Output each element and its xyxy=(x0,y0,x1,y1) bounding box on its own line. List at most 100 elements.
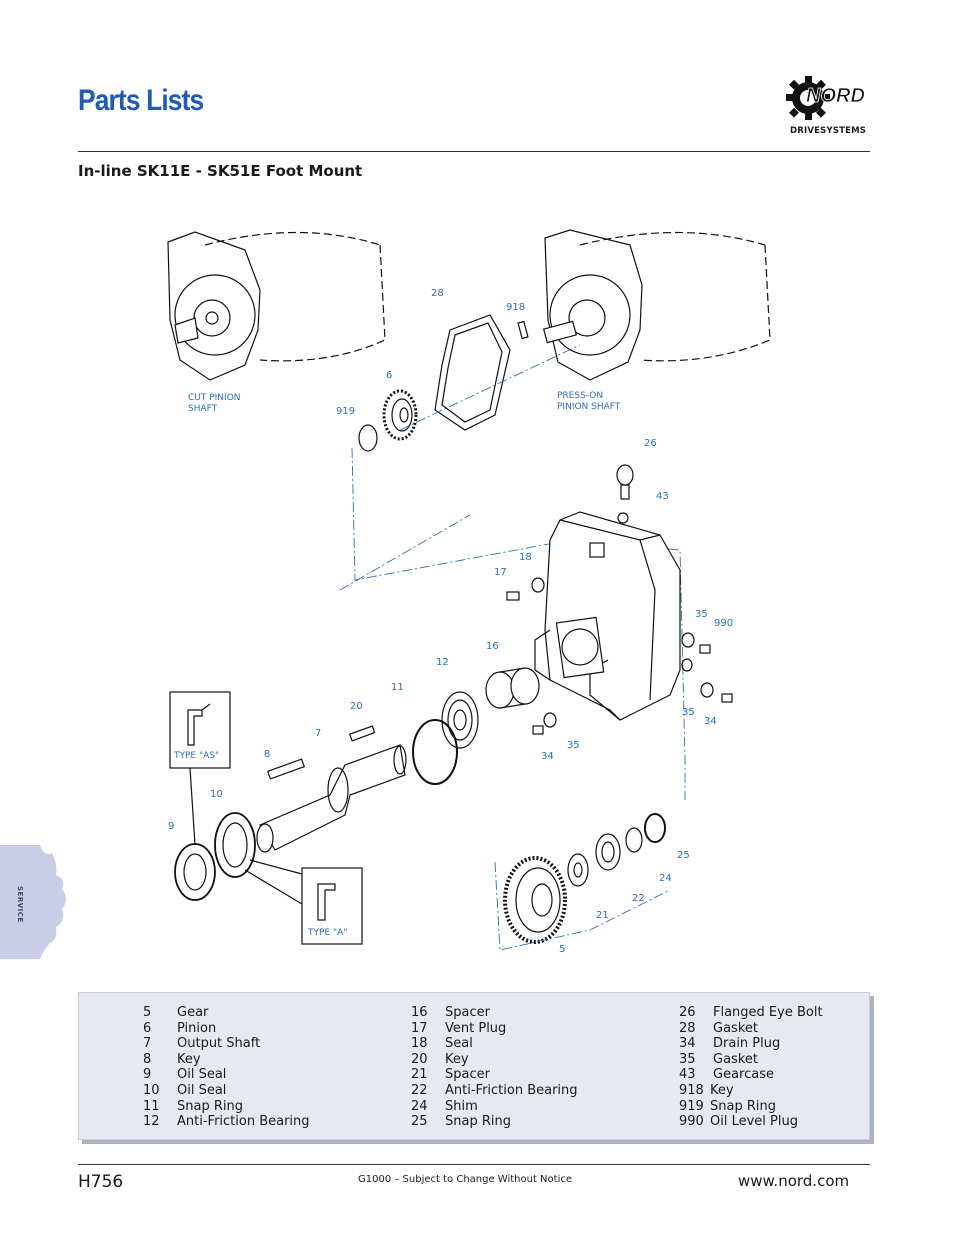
header-rule xyxy=(78,151,870,152)
service-tab-label: SERVICE xyxy=(16,886,24,923)
label-cut-pinion: CUT PINION xyxy=(188,393,241,403)
drain-plug-34b xyxy=(532,725,544,735)
footer-note: G1000 – Subject to Change Without Notice xyxy=(358,1174,573,1185)
callout-22: 22 xyxy=(632,893,645,904)
exploded-parts-diagram: CUT PINION SHAFT PRESS-ON PINION SHAFT T… xyxy=(167,229,771,955)
drain-plug-34 xyxy=(721,693,733,703)
spacer-16 xyxy=(485,667,540,709)
callout-25: 25 xyxy=(677,850,690,861)
callout-990: 990 xyxy=(714,618,733,629)
vent-plug-17 xyxy=(506,591,520,601)
shim-24 xyxy=(625,827,643,853)
snap-ring-25 xyxy=(644,813,666,843)
brand-name: NORD xyxy=(806,85,865,107)
motor-press-on xyxy=(542,229,771,381)
output-shaft-7 xyxy=(256,744,407,853)
callout-34a: 34 xyxy=(704,716,717,727)
gasket-35a xyxy=(681,632,695,648)
oil-level-plug-990 xyxy=(699,644,711,654)
callout-11: 11 xyxy=(391,682,404,693)
service-tab xyxy=(0,845,66,959)
seal-18 xyxy=(531,577,545,593)
label-press-on-pinion-shaft: PINION SHAFT xyxy=(557,402,621,412)
nord-logo: NORD xyxy=(786,76,865,120)
callout-6: 6 xyxy=(386,370,392,381)
gasket-35b xyxy=(700,682,714,698)
callout-18: 18 xyxy=(519,552,532,563)
pinion-6 xyxy=(382,389,418,441)
callout-28: 28 xyxy=(431,288,444,299)
callout-8: 8 xyxy=(264,749,270,760)
callout-919: 919 xyxy=(336,406,355,417)
section-title: In-line SK11E - SK51E Foot Mount xyxy=(78,162,363,180)
callout-9: 9 xyxy=(168,821,174,832)
spacer-21 xyxy=(567,853,589,887)
page-number: H756 xyxy=(78,1172,124,1192)
callout-35a: 35 xyxy=(695,609,708,620)
callout-10: 10 xyxy=(210,789,223,800)
label-cut-pinion-shaft: SHAFT xyxy=(188,404,218,414)
label-press-on: PRESS-ON xyxy=(557,391,603,401)
oil-seal-9 xyxy=(174,843,216,901)
callout-21: 21 xyxy=(596,910,609,921)
footer-url[interactable]: www.nord.com xyxy=(738,1172,850,1190)
snap-ring-11 xyxy=(412,719,458,785)
oil-seal-10 xyxy=(214,812,256,878)
gear-5 xyxy=(503,856,567,944)
callout-5: 5 xyxy=(559,944,565,955)
callout-20: 20 xyxy=(350,701,363,712)
callout-7: 7 xyxy=(315,728,321,739)
callout-35b: 35 xyxy=(682,707,695,718)
callout-34b: 34 xyxy=(541,751,554,762)
gasket-28 xyxy=(434,314,511,431)
label-type-as: TYPE "AS" xyxy=(173,751,219,761)
callout-43: 43 xyxy=(656,491,669,502)
motor-cut-pinion xyxy=(167,231,386,381)
page-title: Parts Lists xyxy=(78,84,204,117)
callout-12: 12 xyxy=(436,657,449,668)
key-918 xyxy=(517,320,529,340)
bearing-22 xyxy=(595,833,621,871)
type-as-inset xyxy=(169,691,231,769)
callout-918: 918 xyxy=(506,302,525,313)
callout-35c: 35 xyxy=(567,740,580,751)
footer-rule xyxy=(78,1164,870,1165)
gear-logo-icon xyxy=(786,76,830,120)
callout-24: 24 xyxy=(659,873,672,884)
gearcase-43 xyxy=(534,511,681,721)
callout-17: 17 xyxy=(494,567,507,578)
bearing-12 xyxy=(441,691,479,749)
key-8 xyxy=(266,758,306,780)
callout-26: 26 xyxy=(644,438,657,449)
brand-tagline: DRIVESYSTEMS xyxy=(790,126,867,136)
snap-ring-919 xyxy=(358,424,378,452)
gasket-35c xyxy=(543,712,557,728)
